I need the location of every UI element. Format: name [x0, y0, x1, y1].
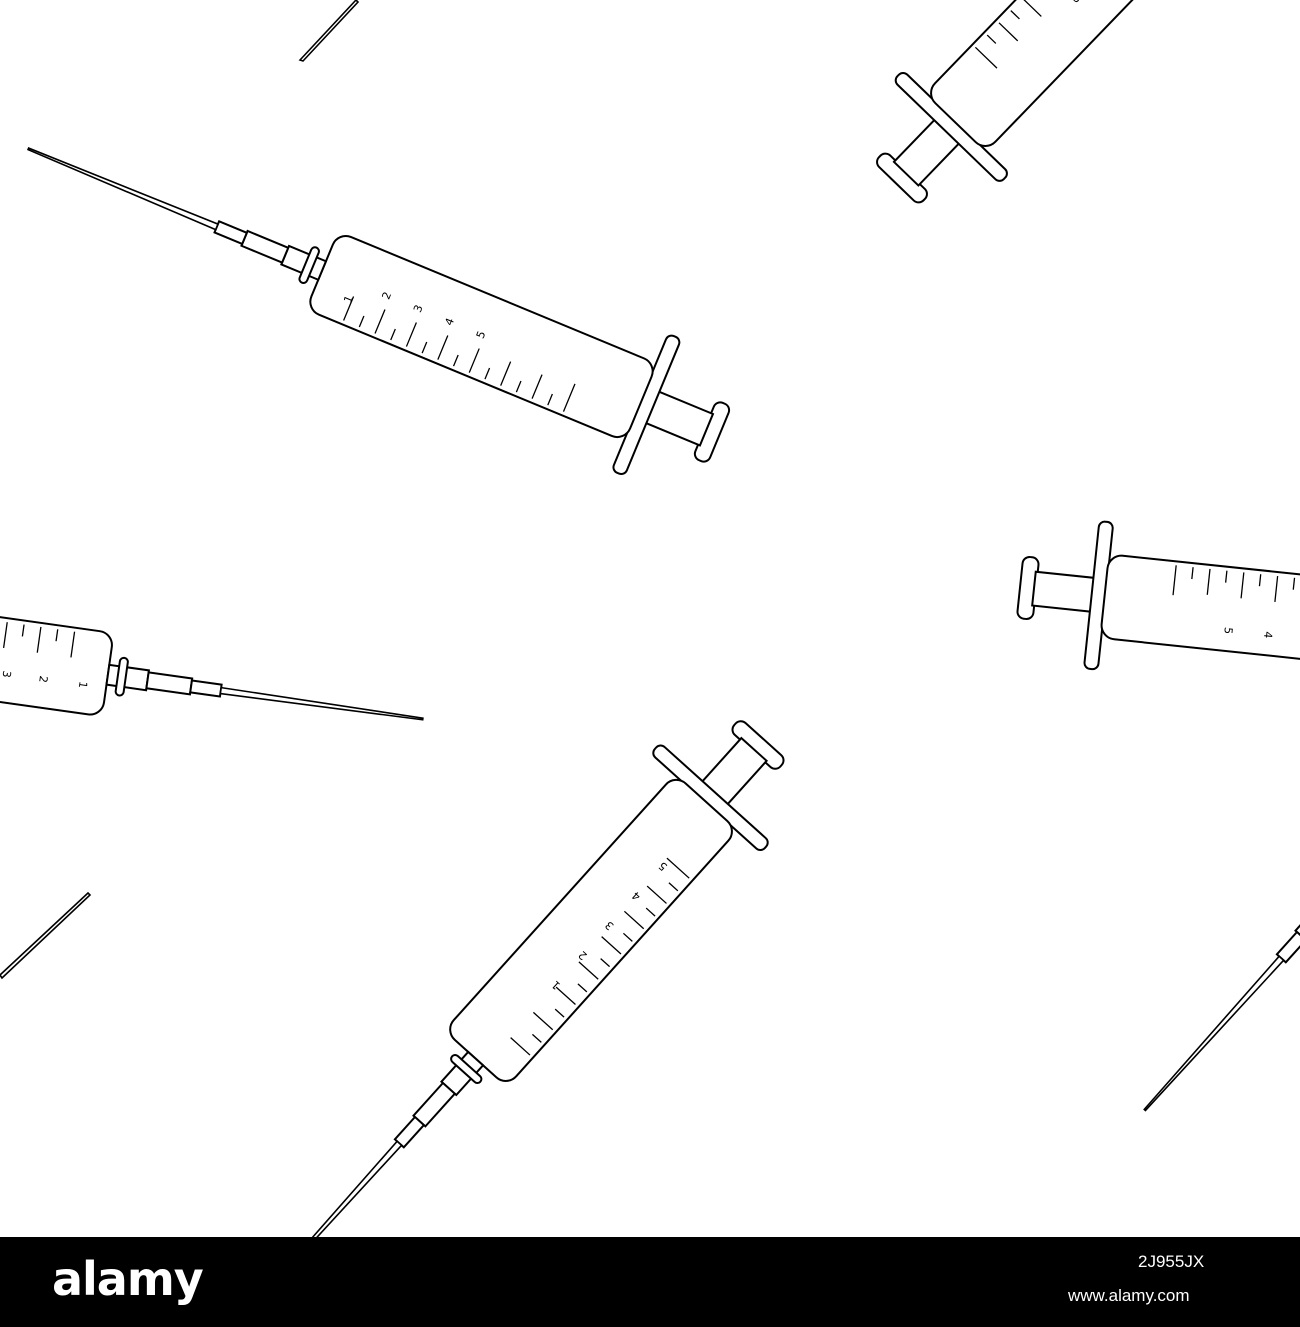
syringe-scale-label-3: 3 [411, 303, 426, 314]
syringe-scale-label-5: 5 [1070, 0, 1084, 6]
watermark-bar: alamy 2J955JX www.alamy.com [0, 1237, 1300, 1327]
syringe-pattern-svg: 1 2 3 4 5 5 4 1 2 3 [0, 0, 1300, 1237]
syringe-pattern: 1 2 3 4 5 5 4 1 2 3 [0, 0, 1300, 1237]
syringe-scale-label-2: 2 [36, 675, 50, 684]
image-id-label: 2J955JX [1138, 1252, 1205, 1271]
needle-fragment [0, 891, 92, 980]
site-url-label: www.alamy.com [1068, 1286, 1190, 1305]
syringe-scale-label-4: 4 [1261, 631, 1275, 639]
needle-fragment [298, 0, 360, 62]
syringe-icon: 1 2 3 4 5 [0, 79, 749, 505]
syringe-icon: 5 4 [1011, 512, 1300, 740]
syringe-icon: 1 2 3 [0, 540, 435, 794]
syringe-scale-label-5: 5 [474, 329, 489, 340]
alamy-logo: alamy [52, 1252, 204, 1306]
syringe-scale-label-5: 5 [1221, 626, 1235, 634]
syringe-icon: 5 4 [842, 0, 1300, 237]
syringe-icon: 5 4 3 2 1 [206, 688, 820, 1237]
syringe-scale-label-1: 1 [341, 294, 356, 305]
syringe-scale-label-2: 2 [380, 290, 395, 301]
syringe-scale-label-3: 3 [0, 670, 13, 679]
syringe-scale-label-1: 1 [76, 680, 90, 689]
syringe-scale-label-4: 4 [442, 316, 457, 327]
